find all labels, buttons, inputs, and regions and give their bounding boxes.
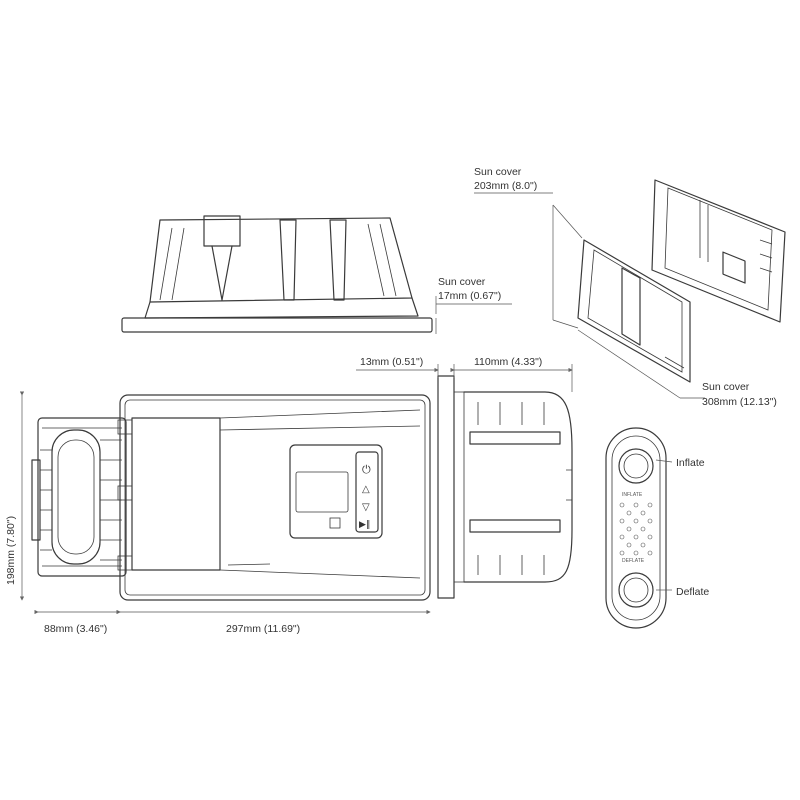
play-pause-icon: ▶‖ [359, 520, 370, 530]
dim-13mm-label: 13mm (0.51") [360, 356, 423, 368]
remote-inflate-text: INFLATE [622, 492, 643, 498]
dim-198mm: 198mm (7.80") [5, 391, 25, 601]
isometric-view-drawing [577, 179, 786, 383]
sun-cover-203-label: Sun cover [474, 166, 522, 178]
deflate-button[interactable] [618, 572, 654, 608]
power-icon: ⏻ [362, 463, 371, 476]
side-view-drawing [437, 375, 573, 599]
dim-sun-cover-17mm: Sun cover 17mm (0.67") [435, 276, 512, 334]
dim-bottom-widths: 88mm (3.46") 297mm (11.69") [34, 609, 431, 635]
dim-297mm-label: 297mm (11.69") [226, 623, 300, 635]
dim-side-depth: 13mm (0.51") 110mm (4.33") [356, 356, 573, 392]
inflate-button[interactable] [618, 448, 654, 484]
speaker-grille [619, 502, 653, 556]
down-arrow-icon: ▽ [362, 502, 370, 513]
dim-sun-cover-203mm: Sun cover 203mm (8.0") [474, 166, 583, 329]
front-view-drawing: ⏻ △ ▽ ▶‖ [31, 394, 431, 601]
deflate-label: Deflate [676, 586, 709, 598]
remote-deflate-text: DEFLATE [622, 558, 645, 564]
sun-cover-17-label: Sun cover [438, 276, 486, 288]
dim-88mm-label: 88mm (3.46") [44, 623, 107, 635]
top-view-drawing [121, 215, 433, 333]
up-arrow-icon: △ [362, 484, 370, 495]
sun-cover-203-value: 203mm (8.0") [474, 180, 537, 192]
dim-sun-cover-308mm: Sun cover 308mm (12.13") [577, 329, 777, 408]
remote-control-drawing: INFLATE DEFLATE Inflate Deflate [605, 427, 709, 629]
sun-cover-308-label: Sun cover [702, 381, 750, 393]
sun-cover-17-value: 17mm (0.67") [438, 290, 501, 302]
inflate-label: Inflate [676, 457, 705, 469]
sun-cover-308-value: 308mm (12.13") [702, 396, 777, 408]
dim-198mm-label: 198mm (7.80") [5, 516, 17, 585]
dim-110mm-label: 110mm (4.33") [474, 356, 542, 368]
